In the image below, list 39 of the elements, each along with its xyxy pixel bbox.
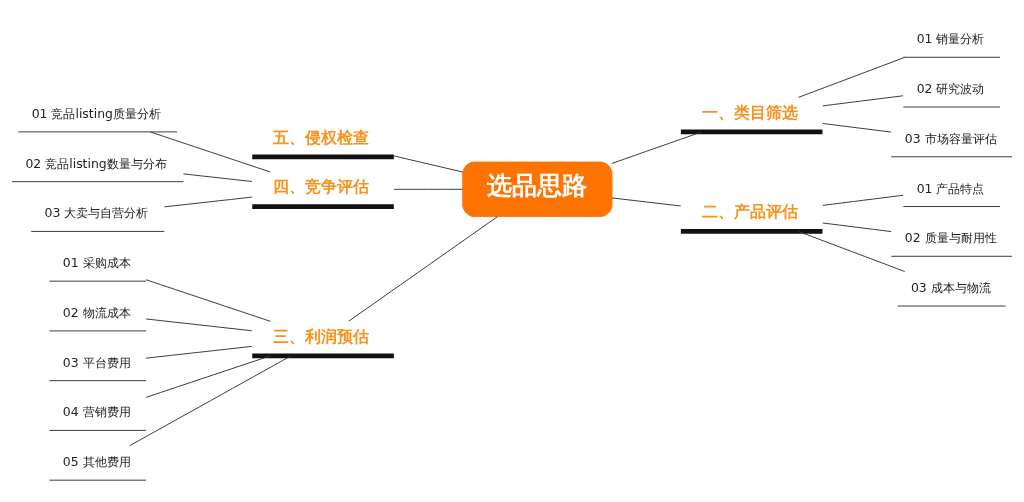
connector — [822, 194, 904, 206]
node-text: 01 竞品listing质量分析 — [31, 105, 161, 121]
connector — [798, 56, 906, 98]
connector — [145, 278, 271, 322]
connector — [182, 172, 253, 182]
node-box: 选品思路 — [462, 161, 613, 217]
node-text: 四、竞争评估 — [273, 176, 370, 196]
node-text: 04 营销费用 — [62, 403, 131, 419]
node-text: 01 销量分析 — [916, 30, 985, 46]
connector — [611, 196, 682, 206]
connector — [145, 317, 253, 331]
node-text: 03 市场容量评估 — [904, 130, 997, 146]
node-text: 02 竞品listing数量与分布 — [25, 155, 167, 171]
node-text: 02 质量与耐用性 — [904, 229, 997, 245]
connector — [798, 230, 906, 272]
connector — [145, 345, 253, 359]
connector — [393, 188, 464, 190]
connector — [164, 196, 253, 207]
connector — [822, 94, 904, 106]
node-text: 03 成本与物流 — [910, 279, 991, 295]
node-text: 01 采购成本 — [62, 254, 131, 270]
node-text: 五、侵权检查 — [273, 127, 370, 147]
connector — [150, 131, 271, 172]
connector — [145, 354, 271, 398]
node-text: 02 物流成本 — [62, 304, 131, 320]
node-text: 02 研究波动 — [916, 80, 985, 96]
node-text: 03 平台费用 — [62, 354, 131, 370]
node-text: 二、产品评估 — [701, 201, 798, 221]
connector — [348, 215, 498, 322]
connector — [393, 155, 464, 172]
node-text: 03 大卖与自营分析 — [44, 204, 149, 220]
node-text: 三、利润预估 — [273, 326, 370, 346]
connector — [129, 354, 292, 446]
node-text: 一、类目筛选 — [701, 102, 798, 122]
connector — [611, 131, 702, 164]
node-text: 01 产品特点 — [916, 180, 985, 196]
connector — [822, 122, 892, 133]
connector — [822, 222, 892, 232]
node-text: 05 其他费用 — [62, 453, 131, 469]
